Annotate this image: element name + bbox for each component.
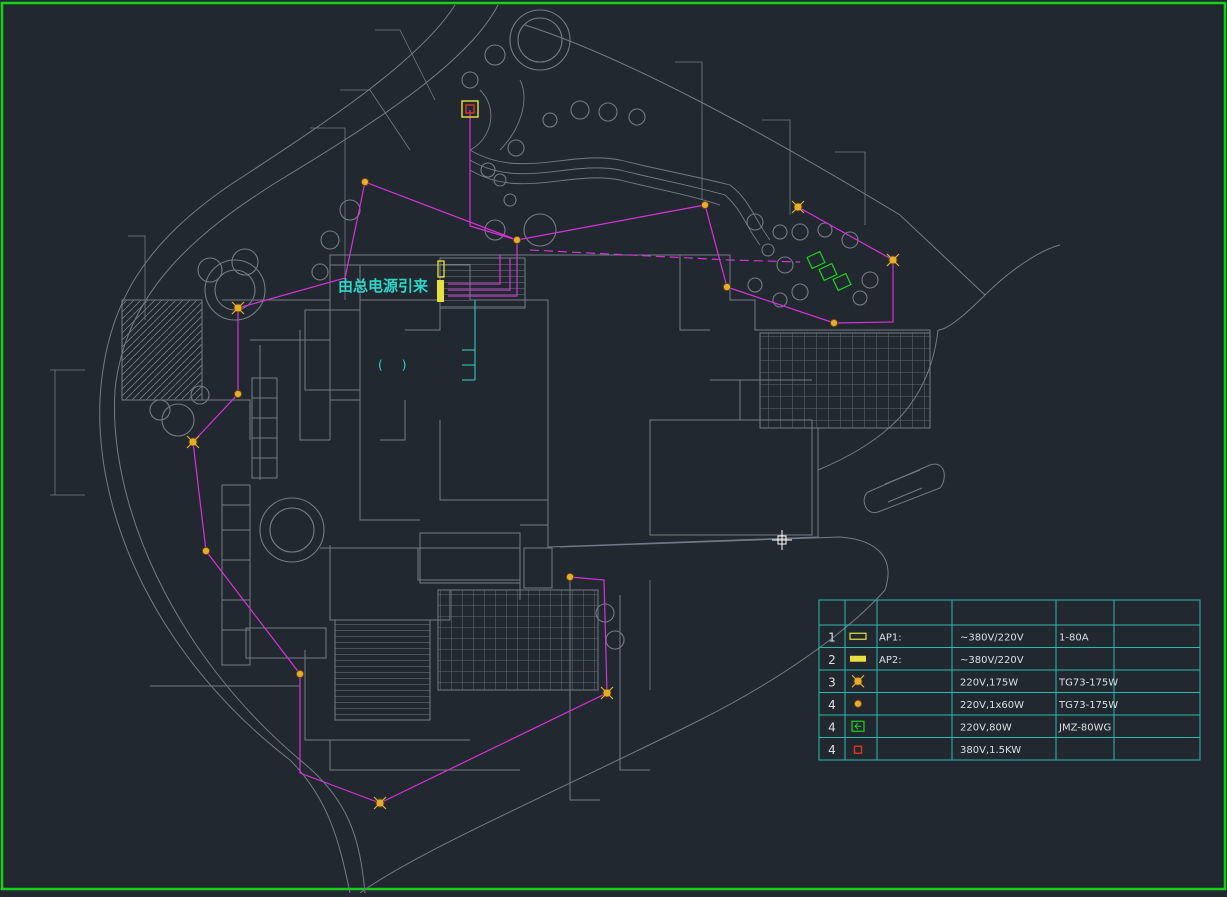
panel-ap1-icon — [849, 632, 867, 640]
legend-row-spec: ~380V/220V — [960, 632, 1024, 643]
floodlight-icon — [373, 796, 387, 810]
legend-row-model: 1-80A — [1059, 632, 1089, 643]
legend-row-number: 3 — [828, 675, 836, 689]
legend-row-name: AP1: — [879, 632, 902, 643]
west-deck — [121, 299, 203, 401]
garden-lamp-icon — [512, 235, 522, 245]
panel-feeders — [462, 300, 476, 381]
legend-row-spec: 380V,1.5KW — [960, 745, 1021, 756]
legend-row-spec: 220V,1x60W — [960, 700, 1024, 711]
distribution-panels — [437, 260, 445, 302]
legend-row-model: JMZ-80WG — [1058, 722, 1111, 733]
legend-table: 1 AP1: ~380V/220V 1-80A 2 AP2: ~380V/220V 3 220V… — [818, 599, 1201, 761]
legend-row-spec: 220V,80W — [960, 722, 1012, 733]
floodlight-icon — [851, 674, 865, 688]
legend-row-name: AP2: — [879, 655, 902, 666]
south-paving — [437, 589, 599, 691]
legend-row-number: 2 — [828, 653, 836, 667]
garden-lamp-icon — [565, 572, 575, 582]
source-note: 由总电源引来 — [338, 277, 429, 295]
floodlight-icon — [791, 200, 805, 214]
garden-lamp-icon — [853, 699, 863, 708]
legend-row-spec: ~380V/220V — [960, 655, 1024, 666]
garden-lamp-icon — [233, 389, 243, 399]
dimension-lines — [50, 29, 866, 690]
panel-ap2-icon — [850, 655, 866, 662]
stream — [469, 79, 771, 246]
stair-core — [439, 257, 526, 309]
floodlight-icon — [231, 301, 245, 315]
legend-row: 4 220V,80W JMZ-80WG — [828, 720, 1111, 734]
garden-lamp-icon — [722, 282, 732, 292]
building-outlines — [150, 254, 931, 801]
legend-row-spec: 220V,175W — [960, 677, 1018, 688]
green-fixtures — [806, 250, 852, 292]
legend-row: 3 220V,175W TG73-175W — [828, 674, 1118, 689]
legend-row: 2 AP2: ~380V/220V — [828, 653, 1024, 667]
garden-lamp-icon — [360, 177, 370, 187]
pump-motor-icon — [853, 745, 863, 754]
floodlight-icon — [186, 435, 200, 449]
east-paving — [759, 332, 931, 429]
left-blocks — [221, 377, 553, 666]
legend-row-model: TG73-175W — [1058, 677, 1118, 688]
stair-block — [334, 619, 431, 721]
garden-lamp-icon — [700, 200, 710, 210]
legend-row-number: 4 — [828, 698, 836, 712]
parked-car — [863, 463, 945, 514]
legend-row-number: 4 — [828, 720, 836, 734]
garden-lamp-icon — [829, 318, 839, 328]
panel-ap1-on-plan — [437, 260, 445, 278]
exit-sign-icon — [851, 720, 865, 732]
legend-row: 4 380V,1.5KW — [828, 743, 1021, 757]
crosshair-cursor-icon — [772, 530, 792, 550]
garden-lamp-icon — [201, 546, 211, 556]
pump-motor-on-plan — [461, 100, 479, 118]
bracket-note: ( ) — [378, 358, 406, 372]
legend-row-number: 4 — [828, 743, 836, 757]
lamp-markers — [186, 177, 900, 810]
legend-row: 4 220V,1x60W TG73-175W — [828, 698, 1118, 712]
floodlight-icon — [886, 253, 900, 267]
floodlight-icon — [600, 686, 614, 700]
legend-row-number: 1 — [828, 630, 836, 644]
legend-row: 1 AP1: ~380V/220V 1-80A — [828, 630, 1089, 644]
garden-lamp-icon — [295, 669, 305, 679]
panel-ap2-on-plan — [437, 280, 444, 302]
legend-row-model: TG73-175W — [1058, 700, 1118, 711]
